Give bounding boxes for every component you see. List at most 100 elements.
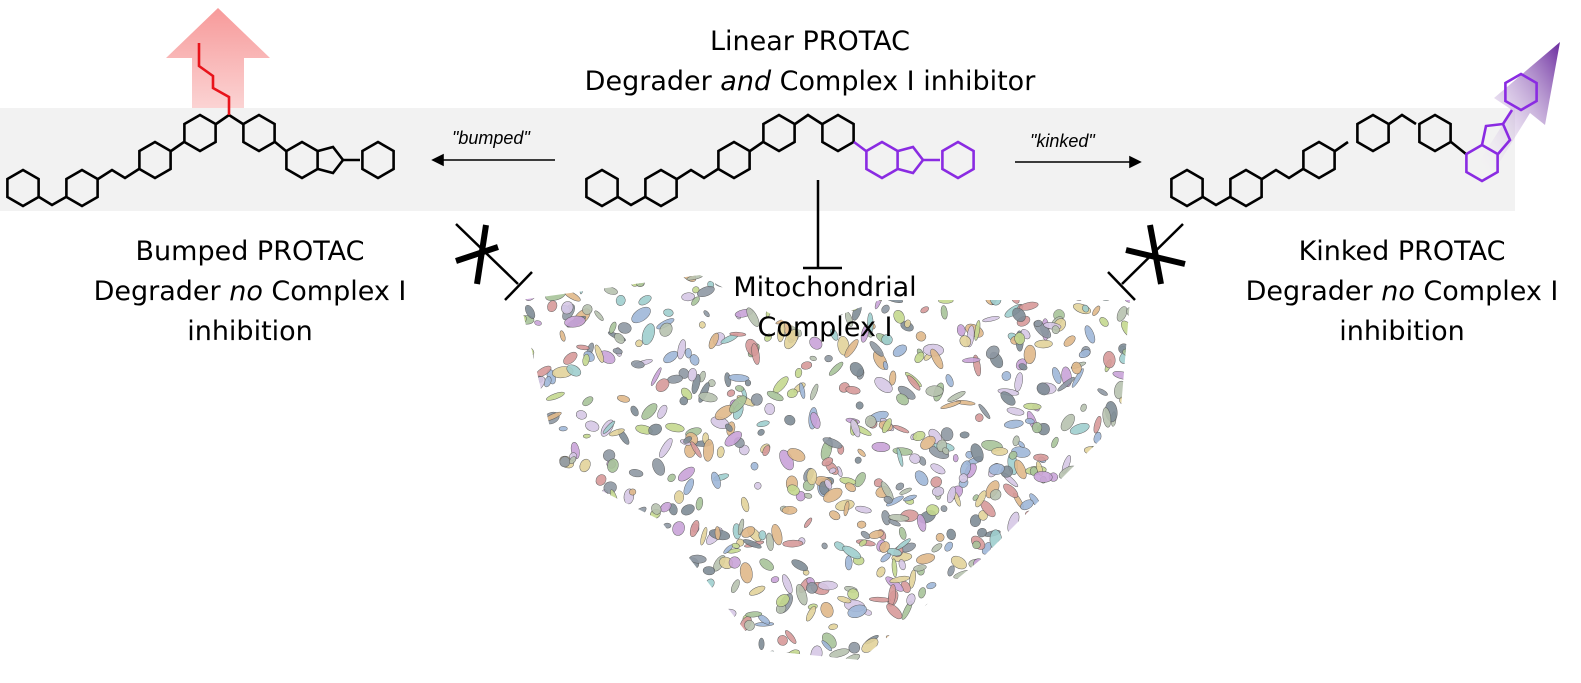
protein-helix bbox=[615, 295, 626, 306]
protein-helix bbox=[534, 320, 542, 326]
protein-helix bbox=[666, 642, 675, 660]
protein-helix bbox=[1001, 371, 1012, 381]
protein-helix bbox=[700, 621, 712, 634]
protein-helix bbox=[845, 385, 861, 395]
protein-helix bbox=[702, 631, 715, 643]
protein-helix bbox=[953, 622, 969, 634]
protein-helix bbox=[1115, 594, 1128, 605]
protein-helix bbox=[582, 591, 605, 597]
protein-helix bbox=[975, 413, 984, 422]
bump-arrow bbox=[166, 8, 270, 108]
protein-helix bbox=[847, 604, 867, 618]
protein-helix bbox=[739, 562, 753, 584]
protein-helix bbox=[918, 456, 927, 466]
protein-helix bbox=[642, 545, 649, 558]
protein-helix bbox=[785, 630, 797, 644]
protein-helix bbox=[1007, 634, 1027, 646]
protein-helix bbox=[648, 275, 657, 280]
protein-helix bbox=[612, 348, 623, 355]
protein-helix bbox=[579, 458, 591, 473]
protein-helix bbox=[1092, 535, 1101, 545]
protein-helix bbox=[1071, 649, 1086, 660]
protein-helix bbox=[843, 500, 850, 517]
protein-helix bbox=[1093, 552, 1109, 563]
protein-helix bbox=[1100, 624, 1115, 643]
protein-helix bbox=[764, 650, 775, 658]
protein-helix bbox=[958, 473, 969, 483]
protein-helix bbox=[659, 322, 673, 337]
protein-helix bbox=[1049, 624, 1060, 637]
protein-helix bbox=[563, 351, 578, 365]
ring bbox=[1170, 168, 1204, 208]
protein-helix bbox=[728, 374, 750, 382]
bond bbox=[794, 113, 823, 126]
protein-helix bbox=[651, 503, 662, 515]
protein-helix bbox=[1091, 445, 1109, 454]
protein-helix bbox=[520, 485, 529, 492]
protein-helix bbox=[1012, 307, 1026, 322]
protein-helix bbox=[1060, 648, 1077, 660]
protein-helix bbox=[855, 401, 864, 410]
protein-helix bbox=[876, 566, 886, 578]
protein-helix bbox=[677, 339, 687, 360]
protein-helix bbox=[995, 593, 1003, 602]
protein-helix bbox=[679, 396, 689, 406]
protein-helix bbox=[569, 456, 577, 464]
protein-helix bbox=[1064, 623, 1075, 633]
protein-helix bbox=[1082, 304, 1090, 313]
protein-helix bbox=[1091, 486, 1102, 498]
protein-helix bbox=[950, 555, 967, 570]
protein-helix bbox=[985, 345, 1000, 359]
protein-helix bbox=[927, 610, 940, 620]
protein-helix bbox=[528, 499, 539, 506]
protein-helix bbox=[731, 542, 740, 549]
protein-helix bbox=[892, 344, 907, 357]
protein-helix bbox=[729, 395, 747, 414]
protein-helix bbox=[888, 514, 910, 522]
protein-helix bbox=[844, 339, 859, 358]
protein-helix bbox=[869, 341, 884, 357]
protein-helix bbox=[629, 506, 647, 521]
protein-helix bbox=[1003, 483, 1019, 498]
protein-helix bbox=[1093, 416, 1102, 434]
protein-helix bbox=[869, 596, 892, 603]
protein-helix bbox=[882, 361, 889, 371]
protein-helix bbox=[520, 456, 521, 467]
protein-helix bbox=[1008, 275, 1028, 281]
protein-helix bbox=[847, 588, 860, 600]
protein-helix bbox=[744, 620, 755, 631]
protein-helix bbox=[1008, 649, 1024, 660]
protein-helix bbox=[597, 606, 610, 616]
linear-protac-title: Linear PROTAC Degrader and Complex I inh… bbox=[584, 26, 1036, 97]
protein-helix bbox=[907, 375, 921, 391]
protein-helix bbox=[1102, 407, 1112, 428]
protein-helix bbox=[1063, 550, 1070, 560]
protein-helix bbox=[804, 517, 813, 528]
protein-helix bbox=[962, 357, 981, 363]
protein-helix bbox=[1108, 450, 1117, 459]
protein-helix bbox=[1080, 403, 1087, 412]
protein-helix bbox=[558, 479, 575, 497]
protein-helix bbox=[631, 306, 651, 324]
protein-helix bbox=[703, 439, 714, 462]
protein-helix bbox=[558, 426, 568, 432]
protein-helix bbox=[594, 344, 604, 363]
protein-helix bbox=[1054, 609, 1072, 626]
protein-helix bbox=[784, 415, 796, 426]
protein-helix bbox=[1065, 288, 1082, 301]
protein-helix bbox=[729, 331, 747, 337]
protein-helix bbox=[1112, 444, 1125, 456]
protein-helix bbox=[912, 431, 926, 441]
protein-helix bbox=[991, 447, 1009, 456]
protein-helix bbox=[940, 305, 948, 320]
protein-helix bbox=[635, 339, 643, 348]
protein-helix bbox=[828, 361, 844, 376]
protein-helix bbox=[1083, 575, 1091, 585]
bond bbox=[38, 195, 67, 207]
protein-helix bbox=[582, 304, 593, 315]
ring bbox=[865, 140, 899, 180]
protein-helix bbox=[886, 495, 904, 507]
protein-helix bbox=[552, 565, 572, 578]
protein-helix bbox=[564, 629, 575, 645]
